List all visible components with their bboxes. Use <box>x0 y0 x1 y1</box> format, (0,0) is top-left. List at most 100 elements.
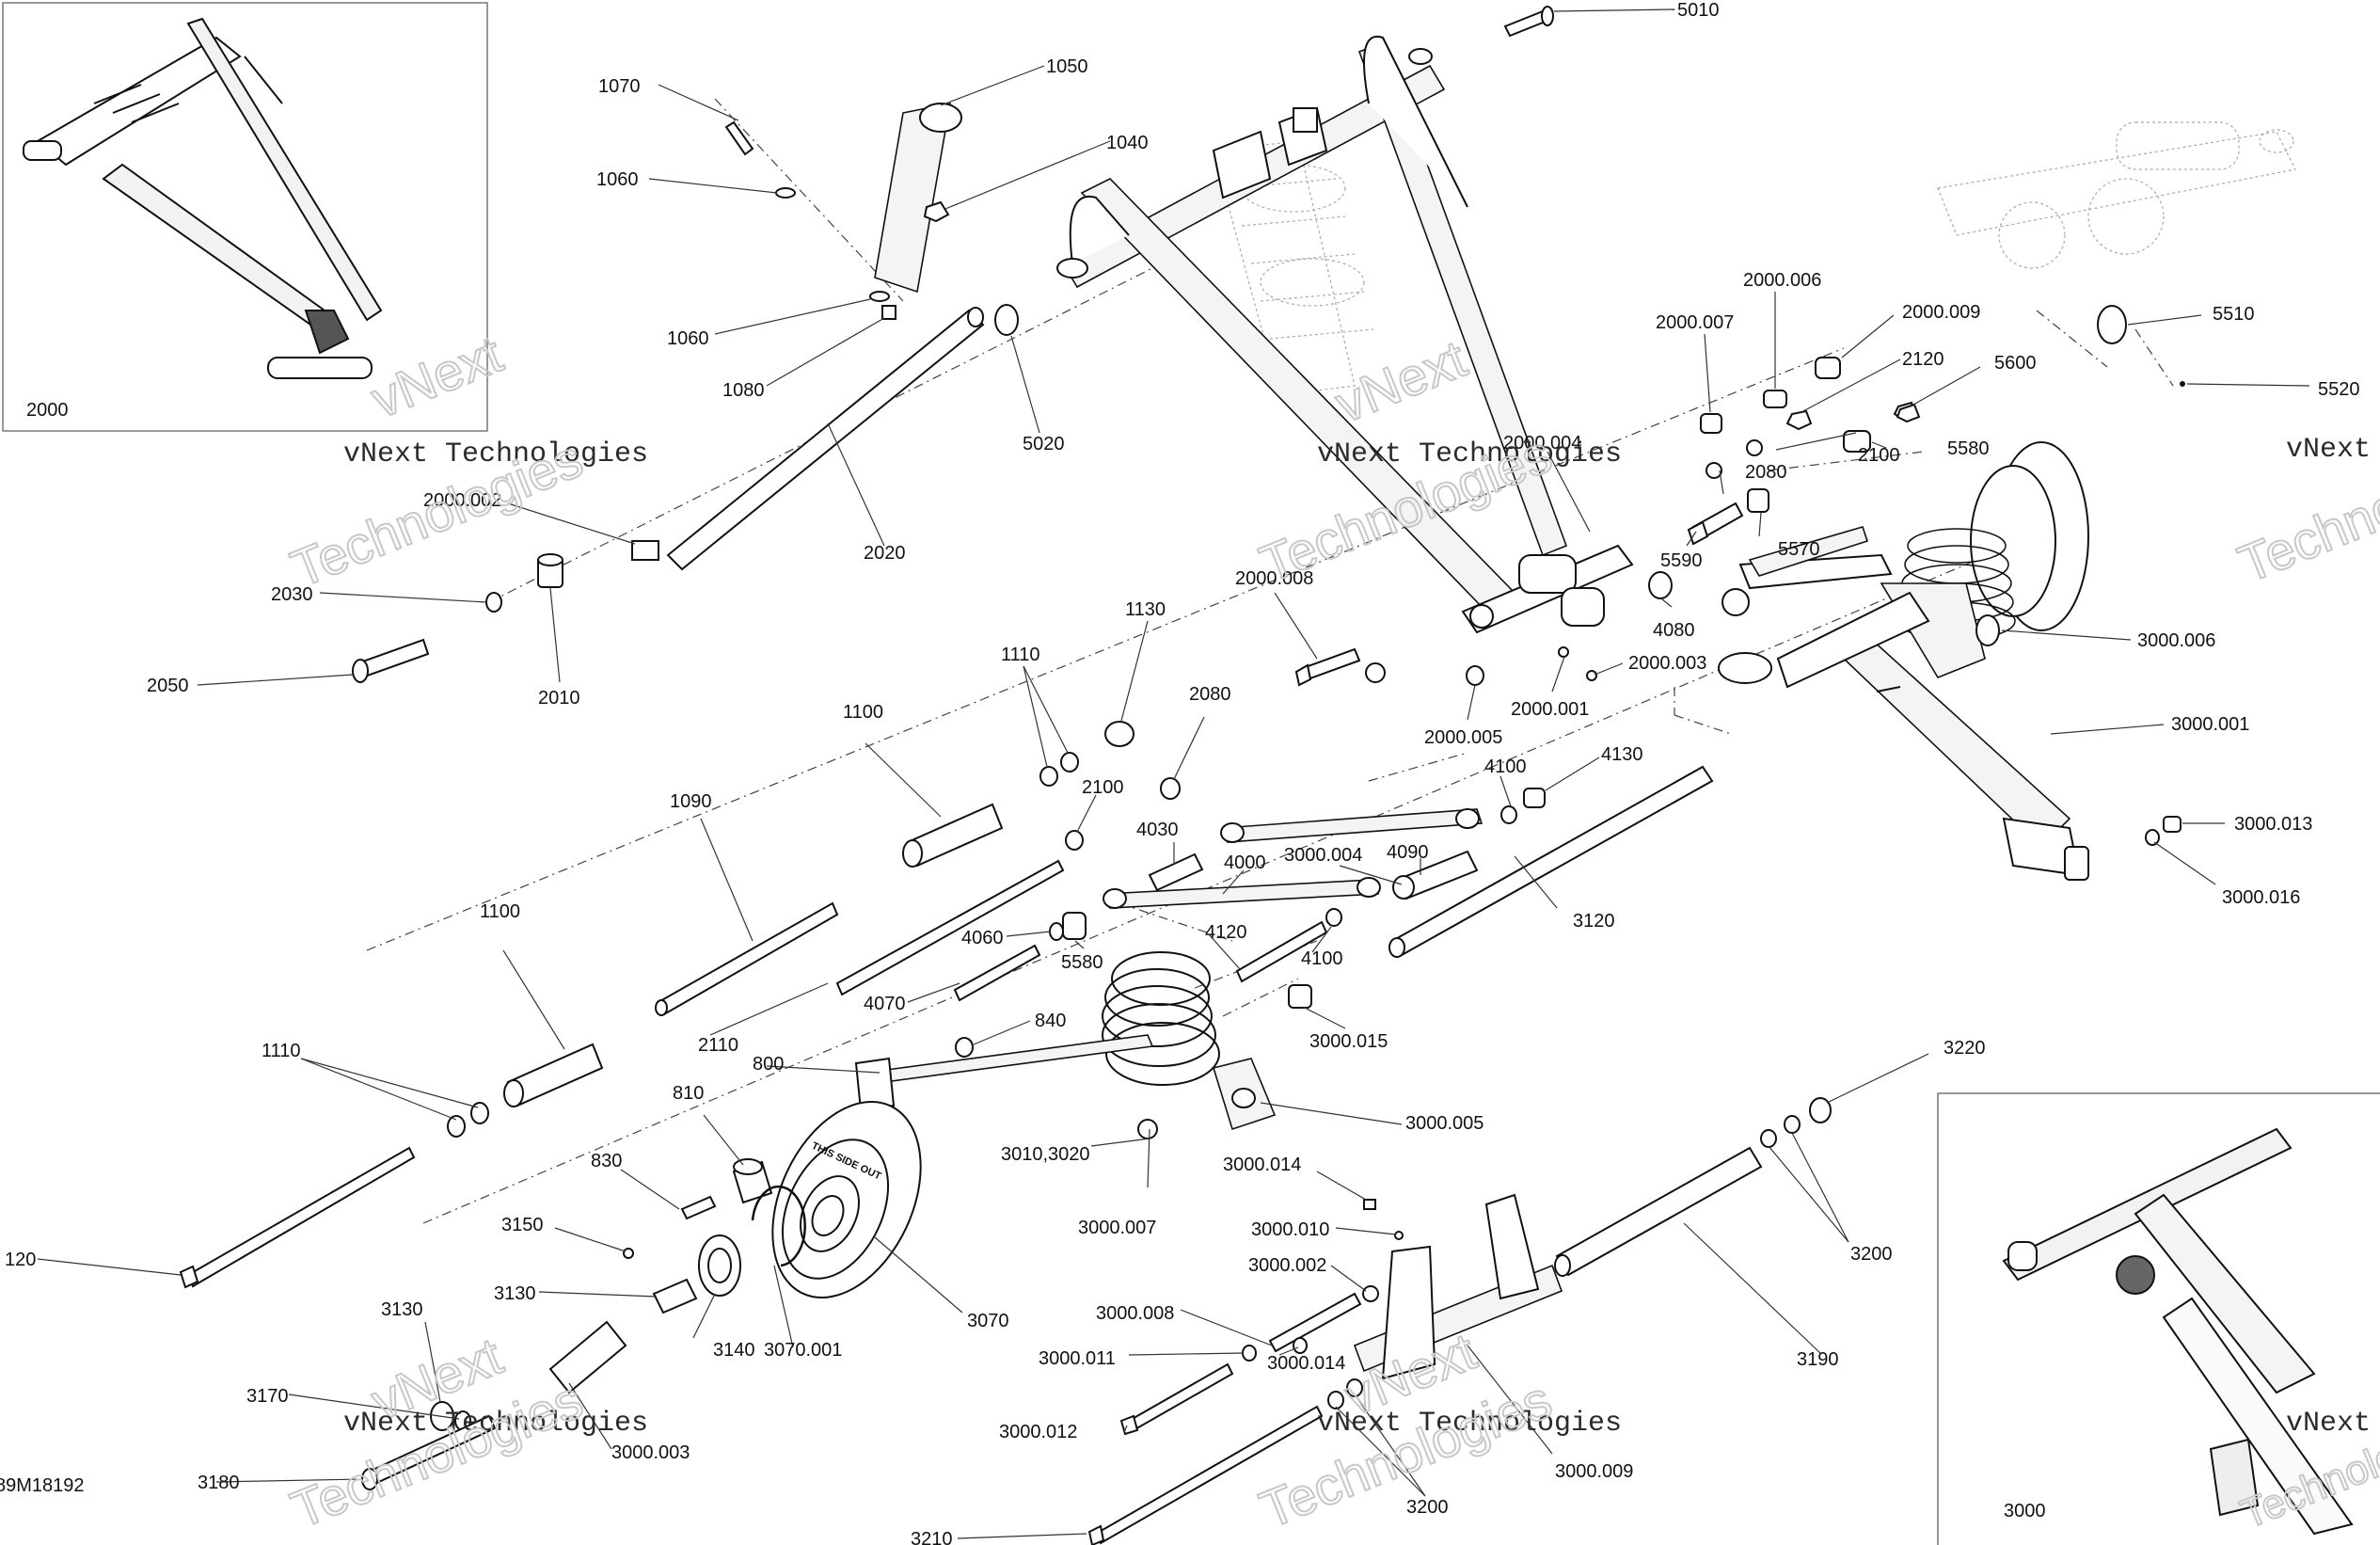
front-arm-inset: 2000 <box>2 2 488 432</box>
callout-2120: 2120 <box>1902 349 1944 370</box>
callout-2000-009: 2000.009 <box>1902 302 1980 323</box>
callout-2000-004: 2000.004 <box>1503 433 1581 454</box>
watermark-vnext-top-left: vNext <box>363 324 511 429</box>
callout-1100-lower: 1100 <box>480 901 520 922</box>
loose-parts: THIS SIDE OUT <box>179 6 2185 1545</box>
callout-810: 810 <box>673 1083 704 1104</box>
callout-2000-005: 2000.005 <box>1424 727 1502 748</box>
callout-4060: 4060 <box>961 928 1004 948</box>
callout-3000-008: 3000.008 <box>1096 1303 1174 1324</box>
callout-2010: 2010 <box>538 688 580 709</box>
callout-5520: 5520 <box>2318 379 2360 400</box>
watermark-text-top-right: vNext <box>2286 434 2371 466</box>
callout-1060-top: 1060 <box>596 169 639 190</box>
drawing-id: 89M18192 <box>0 1475 85 1496</box>
callout-3150: 3150 <box>501 1215 544 1235</box>
callout-3010-3020: 3010,3020 <box>1001 1144 1090 1165</box>
watermark-text-top-left: vNext Technologies <box>343 438 648 470</box>
callout-3000-001: 3000.001 <box>2171 714 2249 735</box>
callout-1100-top: 1100 <box>843 702 883 723</box>
callout-5590: 5590 <box>1660 550 1703 571</box>
callout-2020: 2020 <box>864 543 906 564</box>
watermark-text-bottom-left: vNext Technologies <box>343 1408 648 1440</box>
ghost-components <box>1213 121 2296 396</box>
callout-2100-mid: 2100 <box>1082 777 1124 798</box>
callout-3220: 3220 <box>1944 1038 1986 1059</box>
front-arm-inset-label: 2000 <box>26 400 69 421</box>
callout-1070: 1070 <box>598 76 641 97</box>
callout-4100-mid: 4100 <box>1301 948 1343 969</box>
callout-3070-001: 3070.001 <box>764 1340 842 1361</box>
callout-4030: 4030 <box>1136 820 1179 840</box>
callout-2000-002: 2000.002 <box>423 490 501 511</box>
callout-1050: 1050 <box>1046 56 1088 77</box>
callout-2050: 2050 <box>147 676 189 696</box>
callout-3000-016: 3000.016 <box>2222 887 2300 908</box>
callout-1040: 1040 <box>1106 133 1149 153</box>
callout-5570: 5570 <box>1778 539 1820 560</box>
callout-3000-014-bottom: 3000.014 <box>1267 1353 1345 1374</box>
callout-5510: 5510 <box>2213 304 2255 325</box>
watermark-vnext-top-center: vNext <box>1327 328 1475 434</box>
callout-5600: 5600 <box>1994 353 2037 374</box>
callout-4000: 4000 <box>1224 852 1266 873</box>
callout-3120: 3120 <box>1573 911 1615 932</box>
callout-3000-009: 3000.009 <box>1555 1461 1633 1482</box>
callout-830: 830 <box>591 1151 622 1171</box>
callout-4100-top: 4100 <box>1484 757 1527 777</box>
callout-3000-004: 3000.004 <box>1284 845 1362 866</box>
callout-3000-007: 3000.007 <box>1078 1218 1156 1238</box>
callout-1110-top: 1110 <box>1001 645 1040 665</box>
callout-2000-007: 2000.007 <box>1656 312 1734 333</box>
callout-3180: 3180 <box>198 1473 240 1493</box>
callout-3000-002: 3000.002 <box>1248 1255 1326 1276</box>
callout-120: 120 <box>5 1250 36 1270</box>
callout-2080-top: 2080 <box>1745 462 1787 483</box>
callout-3000-006: 3000.006 <box>2137 630 2215 651</box>
callout-2030: 2030 <box>271 584 313 605</box>
callout-2080-mid: 2080 <box>1189 684 1231 705</box>
callout-3130-mid: 3130 <box>494 1283 536 1304</box>
callout-3210: 3210 <box>911 1529 953 1545</box>
callout-1130: 1130 <box>1125 599 1166 620</box>
leader-lines <box>37 8 2310 1539</box>
callout-2000-003: 2000.003 <box>1628 653 1706 674</box>
callout-2100-top: 2100 <box>1858 445 1900 466</box>
callout-5020: 5020 <box>1023 434 1065 454</box>
assembly-axes <box>366 98 2174 1224</box>
watermark-text-bottom-center: vNext Technologies <box>1317 1408 1622 1440</box>
callout-2000-008: 2000.008 <box>1235 568 1313 589</box>
callout-840: 840 <box>1035 1011 1066 1031</box>
callout-4080: 4080 <box>1653 620 1695 641</box>
watermark-text-bottom-right: vNext <box>2286 1408 2371 1440</box>
callout-1060-bottom: 1060 <box>667 328 709 349</box>
callout-3000-015: 3000.015 <box>1309 1031 1388 1052</box>
callout-2110: 2110 <box>698 1035 738 1056</box>
rear-arm-assembly <box>1718 441 2089 881</box>
callout-4090: 4090 <box>1387 842 1429 863</box>
rear-arm-inset-label: 3000 <box>2004 1501 2046 1521</box>
callout-3000-011: 3000.011 <box>1039 1348 1116 1369</box>
front-arm-assembly <box>1056 35 1634 634</box>
callout-4130: 4130 <box>1601 744 1643 765</box>
callout-5010: 5010 <box>1677 0 1720 21</box>
callout-1090: 1090 <box>670 791 712 812</box>
callout-3000-012: 3000.012 <box>999 1422 1077 1442</box>
callout-3000-014-top: 3000.014 <box>1223 1155 1301 1175</box>
callout-3070: 3070 <box>967 1311 1009 1331</box>
callout-3000-010: 3000.010 <box>1251 1219 1329 1240</box>
callout-5580-mid: 5580 <box>1061 952 1103 973</box>
callout-3140: 3140 <box>713 1340 755 1361</box>
callout-3130-left: 3130 <box>381 1299 423 1320</box>
callout-800: 800 <box>753 1054 784 1075</box>
callout-1110-lower: 1110 <box>262 1041 301 1061</box>
callout-4120: 4120 <box>1205 922 1247 943</box>
idler-wheel: THIS SIDE OUT <box>771 1101 922 1298</box>
callout-4070: 4070 <box>864 994 906 1014</box>
callout-3000-013: 3000.013 <box>2234 814 2312 835</box>
callout-3190: 3190 <box>1797 1349 1839 1370</box>
callout-1080: 1080 <box>722 380 765 401</box>
callout-5580-top: 5580 <box>1947 438 1990 459</box>
